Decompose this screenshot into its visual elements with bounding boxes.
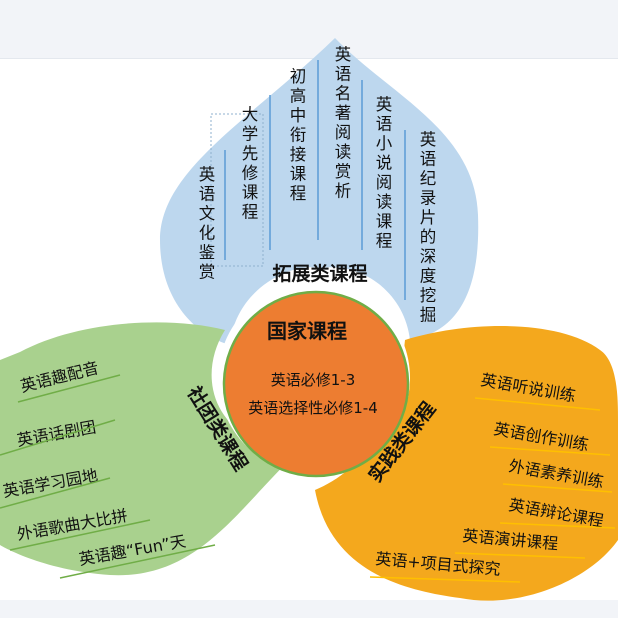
- top-item-char: 赏: [335, 162, 352, 181]
- top-item-char: 程: [290, 184, 307, 203]
- right-item-separator: [454, 552, 586, 559]
- top-petal: [160, 38, 479, 345]
- top-item-char: 赏: [199, 263, 216, 282]
- top-item-char: 语: [335, 65, 352, 84]
- top-item-char: 度: [420, 267, 437, 286]
- left-item-separator: [17, 374, 121, 403]
- bottom-band: [0, 600, 618, 618]
- left-item-separator: [0, 477, 111, 509]
- top-band: [0, 0, 618, 58]
- top-item-char: 阅: [376, 173, 393, 192]
- top-item-char: 掘: [420, 306, 437, 325]
- top-item-char: 析: [335, 182, 352, 201]
- top-item-char: 录: [420, 189, 437, 208]
- left-item-separator: [59, 544, 216, 579]
- top-item-char: 英: [420, 130, 437, 149]
- top-item-char: 挖: [420, 286, 437, 305]
- right-item-separator: [474, 397, 601, 411]
- top-dotted-frame: [210, 113, 264, 267]
- top-item-char: 程: [376, 232, 393, 251]
- top-petal-label: 拓展类课程: [272, 262, 367, 285]
- top-item-char: 大: [242, 105, 259, 124]
- center-line-2: 英语选择性必修1-4: [248, 399, 378, 417]
- top-item-char: 课: [242, 183, 259, 202]
- top-item-char: 衔: [290, 126, 307, 145]
- top-item-char: 化: [199, 224, 216, 243]
- top-item-char: 说: [376, 154, 393, 173]
- center-line-1: 英语必修1-3: [271, 371, 356, 389]
- top-item-char: 先: [242, 144, 259, 163]
- top-item-char: 课: [290, 165, 307, 184]
- top-item-char: 名: [335, 84, 352, 103]
- top-item-char: 初: [290, 67, 307, 86]
- top-band-line: [0, 58, 618, 59]
- right-item-separator: [502, 483, 613, 493]
- left-petal: [0, 322, 298, 576]
- left-item-separator: [0, 419, 116, 456]
- right-item-separator: [499, 522, 616, 529]
- top-item-char: 片: [420, 208, 437, 227]
- top-item-char: 英: [376, 95, 393, 114]
- right-item-separator: [369, 576, 521, 583]
- top-item-char: 高: [290, 87, 307, 106]
- top-item-char: 读: [335, 143, 352, 162]
- top-item-char: 纪: [420, 169, 437, 188]
- top-item-char: 学: [242, 125, 259, 144]
- top-item-char: 课: [376, 212, 393, 231]
- right-petal: [315, 326, 618, 601]
- top-item-char: 语: [376, 115, 393, 134]
- top-item-char: 语: [420, 150, 437, 169]
- center-title: 国家课程: [267, 319, 347, 343]
- top-item-char: 英: [199, 165, 216, 184]
- top-item-char: 鉴: [199, 243, 216, 262]
- top-item-char: 修: [242, 164, 259, 183]
- left-item-separator: [9, 519, 151, 551]
- top-item-char: 阅: [335, 123, 352, 142]
- top-item-char: 文: [199, 204, 216, 223]
- right-item-separator: [489, 446, 611, 456]
- top-item-char: 程: [242, 203, 259, 222]
- top-item-char: 著: [335, 104, 352, 123]
- top-item-char: 读: [376, 193, 393, 212]
- top-item-char: 语: [199, 185, 216, 204]
- top-item-char: 英: [335, 45, 352, 64]
- top-item-char: 的: [420, 228, 437, 247]
- top-item-char: 接: [290, 145, 307, 164]
- top-item-char: 小: [376, 134, 393, 153]
- center-circle: [222, 290, 410, 478]
- top-items-group: 英语文化鉴赏大学先修课程初高中衔接课程英语名著阅读赏析英语小说阅读课程英语纪录片…: [199, 45, 437, 325]
- top-item-char: 中: [290, 106, 307, 125]
- top-item-char: 深: [420, 247, 437, 266]
